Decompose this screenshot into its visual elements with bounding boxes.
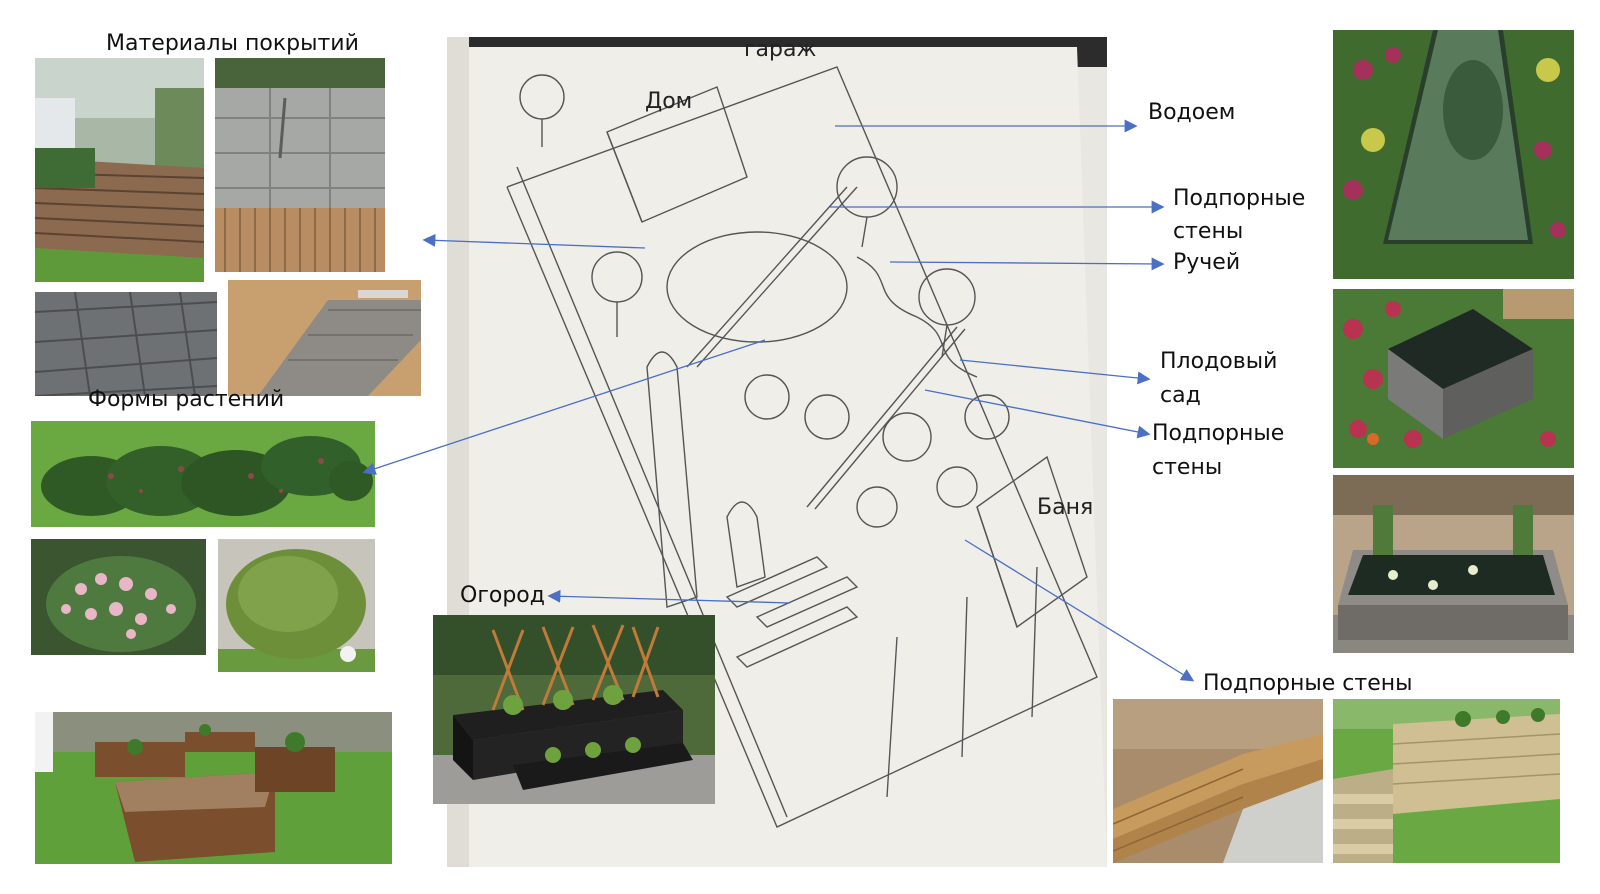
house-label: Дом [645, 89, 693, 114]
reflecting-pond-photo [1333, 30, 1574, 279]
materials-label: Материалы покрытий [106, 31, 359, 56]
retaining-walls-3-label: Подпорные стены [1203, 671, 1413, 696]
round-shrub-photo [218, 539, 375, 672]
stream-label: Ручей [1173, 250, 1241, 275]
timber-retaining-wall-photo [1113, 699, 1323, 863]
banya-label: Баня [1037, 495, 1094, 520]
grey-tiles-photo [35, 292, 217, 396]
paving-work-photo [228, 280, 421, 396]
vegetable-garden-photo [433, 615, 715, 804]
garage-label: гараж [744, 37, 817, 62]
vegetable-garden-label: Огород [460, 583, 545, 608]
timber-steps-wall-photo [1333, 699, 1560, 863]
retaining-walls-2-label-a: Подпорные [1152, 421, 1285, 446]
paving-slabs-photo [215, 58, 385, 272]
retaining-walls-1-label-b: стены [1173, 219, 1244, 244]
deck-path-photo [35, 58, 204, 282]
retaining-walls-1-label-a: Подпорные [1173, 186, 1306, 211]
plant-forms-label: Формы растений [88, 387, 285, 412]
orchard-label-a: Плодовый [1160, 349, 1278, 374]
spirea-shrub-photo [31, 539, 206, 655]
retaining-walls-2-label-b: стены [1152, 455, 1223, 480]
pond-label: Водоем [1148, 100, 1236, 125]
orchard-label-b: сад [1160, 383, 1201, 408]
square-water-feature-photo [1333, 289, 1574, 468]
raised-beds-photo [35, 712, 392, 864]
cushion-shrubs-photo [31, 421, 375, 527]
raised-pond-photo [1333, 475, 1574, 653]
